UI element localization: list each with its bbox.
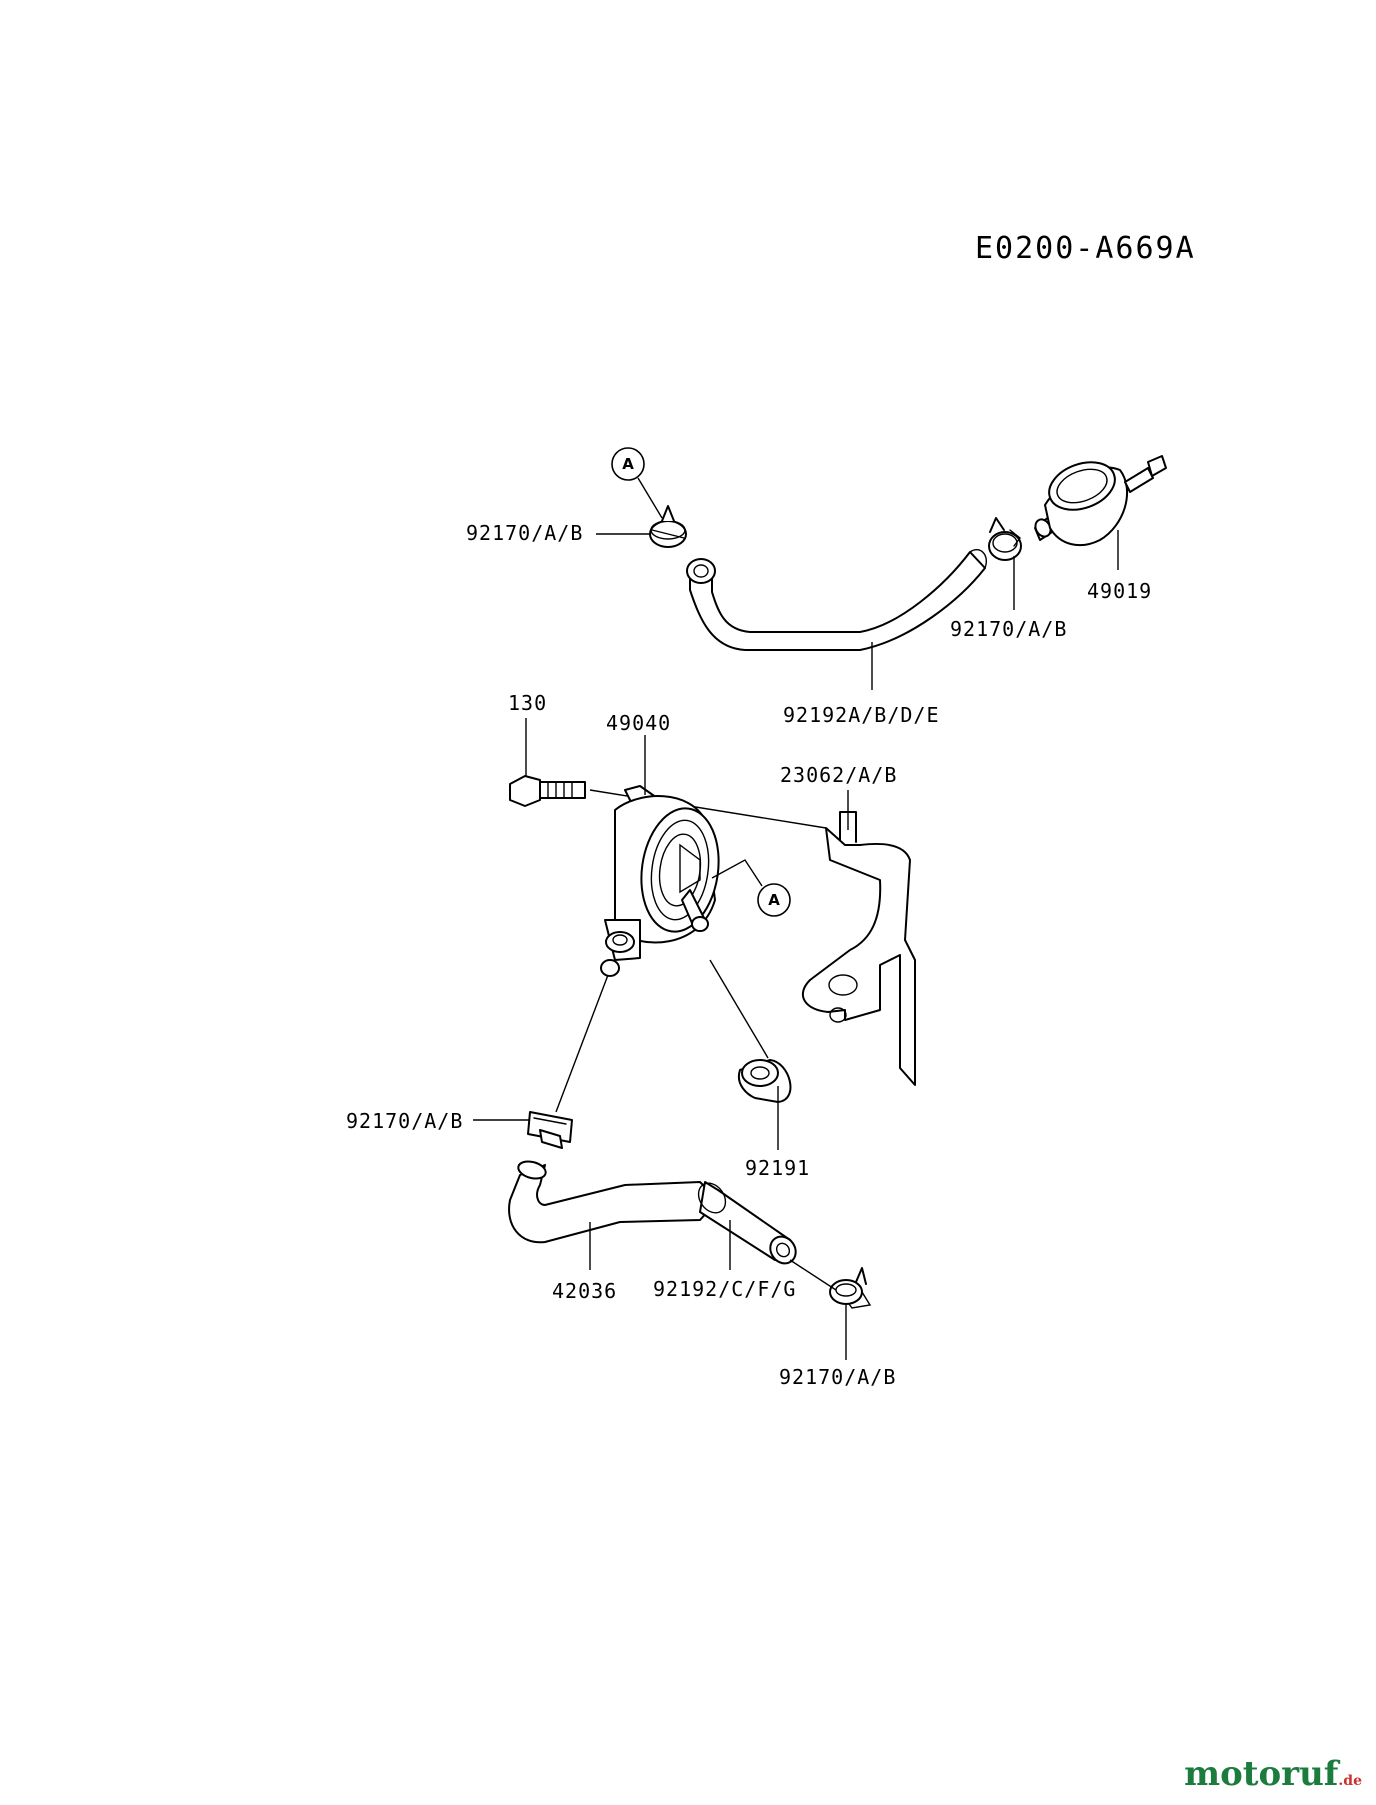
clamp-bottom — [829, 1267, 872, 1309]
leader-hose-to-clamp — [789, 1259, 837, 1291]
svg-text:A: A — [622, 455, 634, 473]
watermark-tld: .de — [1338, 1773, 1362, 1789]
label-bolt: 130 — [508, 691, 547, 715]
label-pump: 49040 — [606, 711, 671, 735]
callout-a-top: A — [611, 447, 663, 519]
diagram-code: E0200-A669A — [975, 231, 1196, 266]
callout-a-pump: A — [711, 859, 791, 917]
bolt — [509, 775, 586, 807]
label-clamp-filter: 92170/A/B — [950, 617, 1067, 641]
clamp-filter — [988, 517, 1022, 561]
leader-pump-to-hose — [709, 959, 769, 1059]
label-filter: 49019 — [1087, 579, 1152, 603]
label-hose-short: 92191 — [745, 1156, 810, 1180]
watermark-logo: motoruf.de — [1184, 1754, 1362, 1794]
hose-bottom — [697, 1181, 797, 1265]
hose-short — [737, 1059, 792, 1103]
hose-top — [686, 549, 987, 651]
label-clamp-bottom: 92170/A/B — [779, 1365, 896, 1389]
clamp-mid — [527, 1111, 573, 1149]
fuel-filter — [1034, 455, 1167, 547]
leader-pump-to-clamp — [555, 974, 609, 1113]
label-bracket-nut: 23062/A/B — [780, 763, 897, 787]
label-clamp-mid: 92170/A/B — [346, 1109, 463, 1133]
fuel-pump — [600, 785, 720, 977]
label-hose-bottom: 92192/C/F/G — [653, 1277, 796, 1301]
clamp-top — [649, 505, 687, 548]
label-hose-top: 92192A/B/D/E — [783, 703, 940, 727]
pipe — [508, 1160, 719, 1244]
watermark-main: motoruf — [1184, 1754, 1339, 1794]
label-pipe: 42036 — [552, 1279, 617, 1303]
label-clamp-top: 92170/A/B — [466, 521, 583, 545]
svg-text:A: A — [768, 891, 780, 909]
